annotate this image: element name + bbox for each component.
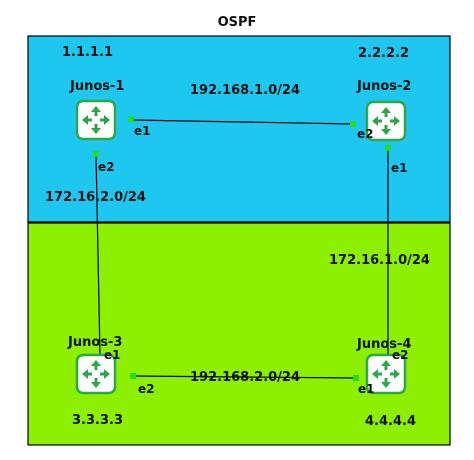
- link-junos1-junos3: [95, 153, 101, 357]
- port-dot-junos2-e1: [385, 145, 391, 151]
- port-label-junos4-e2: e2: [392, 348, 409, 362]
- port-dot-junos1-e1: [128, 116, 134, 122]
- diagram-title: OSPF: [218, 15, 257, 30]
- port-label-junos3-e1: e1: [104, 348, 121, 362]
- subnet-label-junos1-junos2: 192.168.1.0/24: [190, 83, 300, 98]
- router-name-junos4: Junos-4: [356, 337, 411, 352]
- subnet-label-junos2-junos4: 172.16.1.0/24: [329, 253, 430, 268]
- port-label-junos1-e1: e1: [134, 124, 151, 138]
- router-id-junos2: 2.2.2.2: [358, 46, 409, 61]
- router-name-junos1: Junos-1: [69, 79, 124, 94]
- link-junos3-junos4: [132, 375, 357, 379]
- port-label-junos2-e1: e1: [391, 161, 408, 175]
- port-label-junos4-e1: e1: [358, 382, 375, 396]
- router-name-junos3: Junos-3: [67, 335, 122, 350]
- router-id-junos4: 4.4.4.4: [365, 414, 416, 429]
- port-dot-junos3-e2: [130, 373, 136, 379]
- subnet-label-junos1-junos3: 172.16.2.0/24: [45, 190, 146, 205]
- port-label-junos2-e2: e2: [357, 127, 374, 141]
- port-label-junos1-e2: e2: [98, 160, 115, 174]
- port-dot-junos2-e2: [350, 121, 356, 127]
- router-id-junos1: 1.1.1.1: [62, 45, 113, 60]
- subnet-label-junos3-junos4: 192.168.2.0/24: [190, 370, 300, 385]
- port-label-junos3-e2: e2: [138, 382, 155, 396]
- link-junos1-junos2: [131, 119, 354, 125]
- router-icon: [75, 99, 117, 141]
- port-dot-junos1-e2: [93, 151, 99, 157]
- router-name-junos2: Junos-2: [356, 79, 411, 94]
- router-id-junos3: 3.3.3.3: [72, 413, 123, 428]
- port-dot-junos4-e1: [353, 375, 359, 381]
- router-junos1[interactable]: [75, 99, 117, 141]
